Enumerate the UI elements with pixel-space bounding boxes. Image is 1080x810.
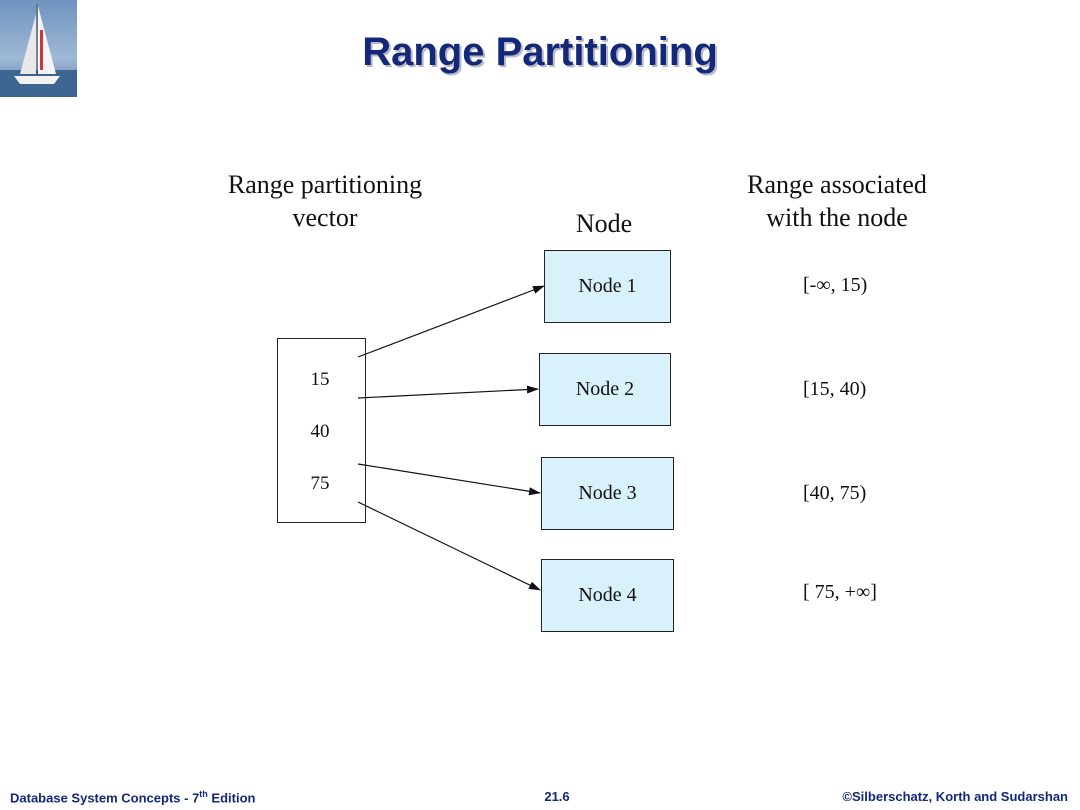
node-1-range: [-∞, 15) [803,274,868,296]
node-1-box: Node 1 [544,250,671,323]
vector-value-75: 75 [310,473,330,494]
node-header: Node [575,209,633,238]
arrow-to-node-2 [357,385,539,399]
node-2-range: [15, 40) [803,378,867,400]
node-4-box: Node 4 [541,559,674,632]
footer-slide-number: 21.6 [544,789,570,804]
node-2-box: Node 2 [539,353,671,426]
arrow-to-node-4 [357,501,541,591]
arrow-to-node-3 [357,463,541,496]
vector-value-40: 40 [310,421,330,442]
vector-header-line2: vector [292,203,358,232]
vector-value-15: 15 [310,369,330,390]
node-3-box: Node 3 [541,457,674,530]
footer-edition-sup: th [199,789,208,799]
footer-edition-word: Edition [207,790,256,806]
range-header-line2: with the node [766,203,908,232]
vector-header-line1: Range partitioning [227,170,423,199]
range-header: Range associated with the node [712,168,962,234]
footer-book-title: Database System Concepts - 7th Edition [10,789,255,805]
footer-copyright: ©Silberschatz, Korth and Sudarshan [842,789,1068,804]
node-4-range: [ 75, +∞] [803,581,877,603]
sailboat-logo [0,0,77,97]
vector-header: Range partitioning vector [200,168,450,234]
footer-book-title-main: Database System Concepts - 7 [10,790,200,806]
slide-title: Range Partitioning [362,30,718,74]
node-3-range: [40, 75) [803,482,867,504]
range-header-line1: Range associated [747,170,927,199]
arrow-to-node-1 [357,285,545,358]
partitioning-vector-box: 15 40 75 [277,338,366,523]
